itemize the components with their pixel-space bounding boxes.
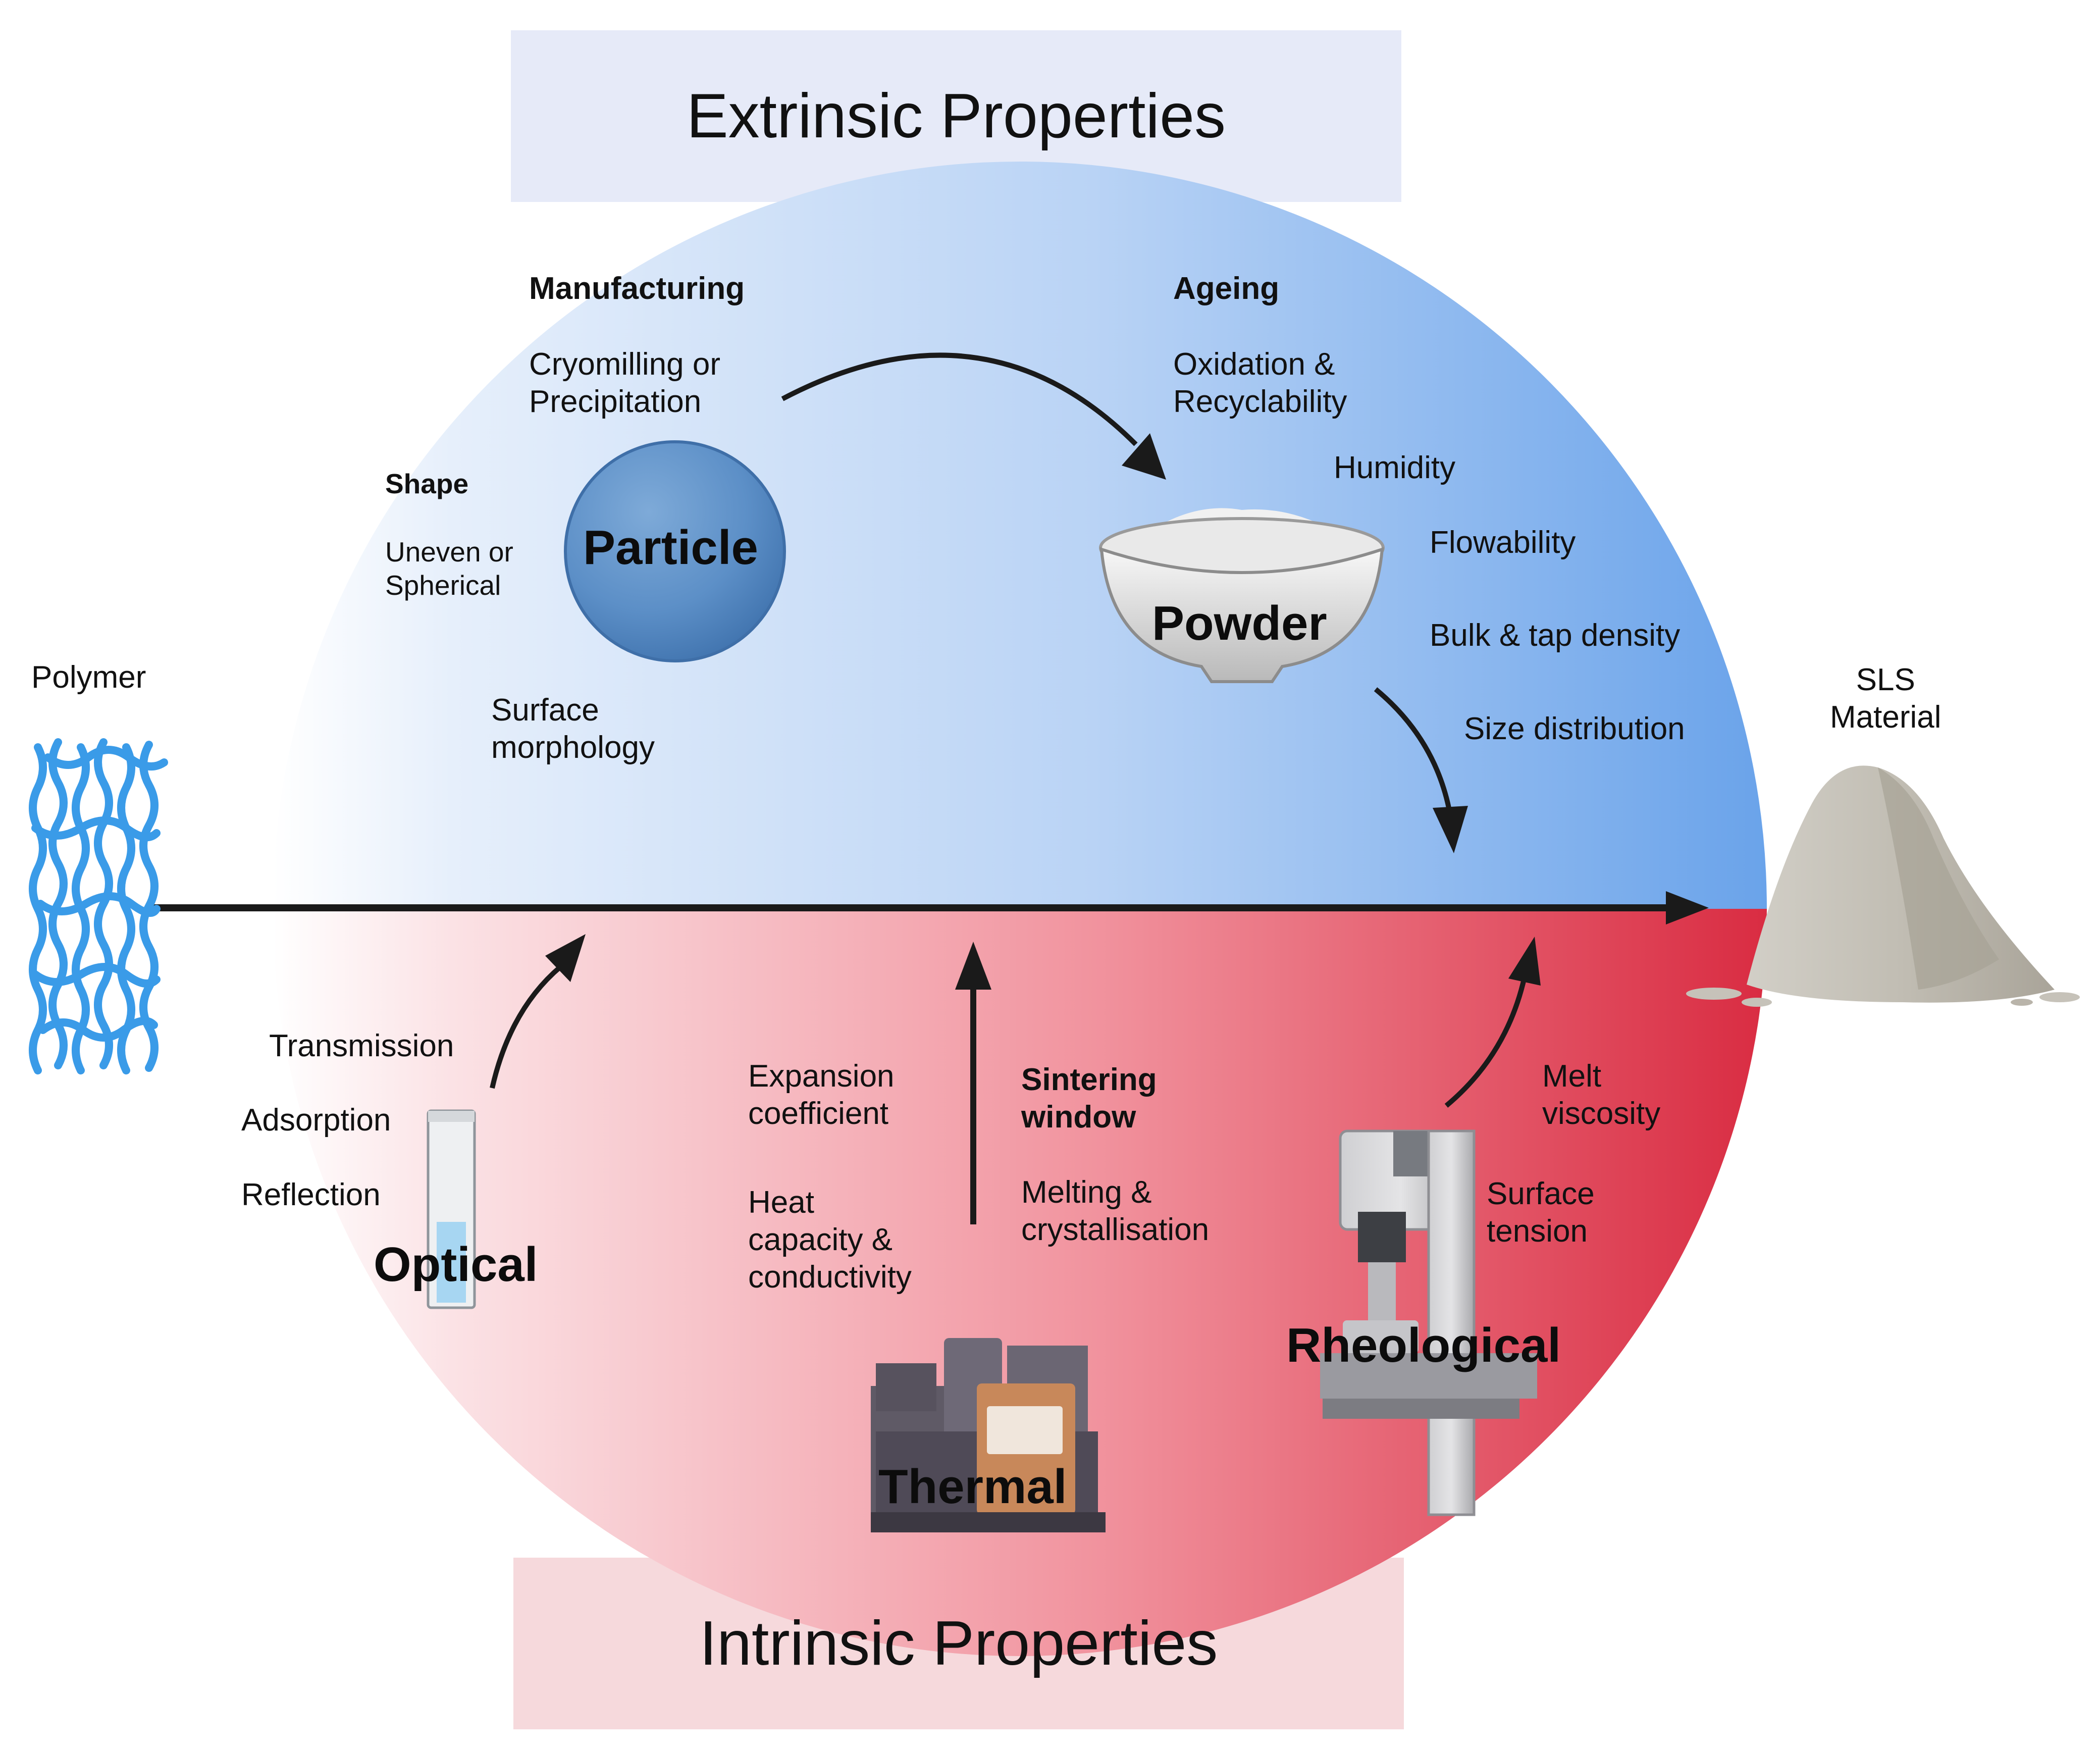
optical-arrow: [490, 965, 562, 1089]
polymer-label: Polymer: [31, 660, 146, 695]
powder-bowl-icon: [1099, 508, 1385, 683]
powder-to-material-arrow: [1374, 687, 1451, 809]
optical-title: Optical: [374, 1238, 538, 1292]
extrinsic-half: [273, 162, 1767, 909]
powder-title: Powder: [1152, 596, 1327, 650]
thermal-analyser-icon: [871, 1338, 1106, 1532]
transmission-label: Transmission: [269, 1028, 454, 1063]
particle-title: Particle: [583, 521, 758, 575]
powder-arrow-head: [1433, 806, 1468, 853]
sintering-window-title: Sintering window: [1021, 1062, 1157, 1135]
main-arrow-head: [1666, 891, 1709, 924]
optical-arrow-head: [545, 934, 586, 982]
rheological-title: Rheological: [1286, 1318, 1561, 1372]
manufacturing-arrow-head: [1122, 433, 1166, 480]
surface-tension-label: Surface tension: [1487, 1176, 1595, 1249]
polymer-icon: [29, 738, 168, 1074]
melt-viscosity-label: Melt viscosity: [1542, 1059, 1661, 1131]
expansion-coefficient-label: Expansion coefficient: [748, 1059, 895, 1131]
surface-morphology-label: Surface morphology: [491, 693, 655, 765]
particle-sphere-icon: [564, 440, 786, 662]
intrinsic-banner-title: Intrinsic Properties: [699, 1609, 1218, 1678]
intrinsic-half: [273, 909, 1767, 1656]
melting-crystallisation-label: Melting & crystallisation: [1021, 1175, 1210, 1247]
thermal-title: Thermal: [878, 1460, 1067, 1514]
manufacturing-to-powder-arrow: [781, 352, 1138, 446]
ageing-title: Ageing: [1173, 271, 1280, 306]
heat-capacity-label: Heat capacity & conductivity: [748, 1185, 912, 1295]
manufacturing-title: Manufacturing: [529, 271, 745, 306]
rheometer-icon: [1320, 1129, 1537, 1516]
thermal-arrow-head: [955, 942, 991, 990]
rheological-arrow-head: [1508, 937, 1541, 986]
shape-title: Shape: [385, 468, 469, 499]
ageing-text: Oxidation & Recyclability: [1173, 347, 1347, 419]
extrinsic-banner-title: Extrinsic Properties: [686, 81, 1226, 151]
manufacturing-text: Cryomilling or Precipitation: [529, 347, 720, 419]
adsorption-label: Adsorption: [241, 1103, 391, 1138]
cuvette-icon: [427, 1109, 476, 1309]
shape-text: Uneven or Spherical: [385, 536, 513, 601]
humidity-label: Humidity: [1334, 450, 1456, 485]
reflection-label: Reflection: [241, 1177, 381, 1212]
size-distribution-label: Size distribution: [1464, 711, 1685, 746]
rheological-arrow: [1444, 976, 1527, 1108]
flowability-label: Flowability: [1430, 525, 1576, 560]
sls-material-pile-icon: [1686, 765, 2080, 1007]
bulk-tap-density-label: Bulk & tap density: [1430, 618, 1681, 653]
sls-material-label: SLS Material: [1830, 662, 1941, 735]
